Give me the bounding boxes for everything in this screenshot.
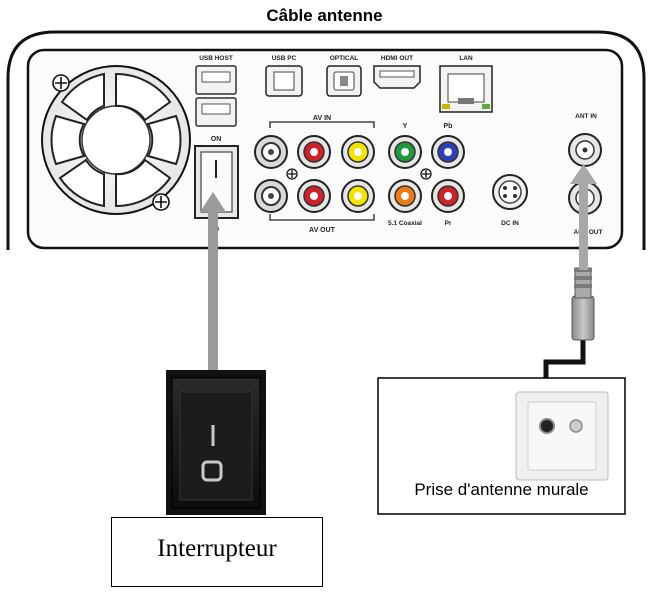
av-in-label: AV IN: [313, 115, 331, 122]
tv-socket-icon: [539, 418, 555, 434]
optical-port: OPTICAL: [326, 55, 362, 97]
screw-icon: [152, 193, 170, 211]
rca-white-out: [254, 179, 288, 213]
switch-caption: Interrupteur: [157, 535, 277, 562]
optical-label: OPTICAL: [330, 55, 359, 62]
pb-label: Pb: [444, 123, 453, 130]
usb-pc-port: USB PC: [265, 55, 303, 97]
lan-port: LAN: [439, 55, 493, 113]
lan-label: LAN: [459, 55, 473, 62]
wall-socket-caption-area: Prise d'antenne murale: [378, 478, 625, 508]
power-connection-arrow: [200, 192, 226, 370]
hdmi-out-port: HDMI OUT: [373, 55, 421, 89]
usb-pc-label: USB PC: [272, 55, 297, 62]
rca-red-pr: [431, 179, 465, 213]
on-label: ON: [211, 136, 222, 143]
rca-orange-coaxial: [388, 179, 422, 213]
rca-green-y: [388, 135, 422, 169]
screw-icon: [52, 74, 70, 92]
y-label: Y: [403, 123, 408, 130]
coaxial-label: 5.1 Coaxial: [388, 220, 422, 227]
dc-in-port: DC IN: [492, 174, 528, 227]
rca-yellow-out: [341, 179, 375, 213]
dc-in-label: DC IN: [501, 220, 519, 227]
off-mark-icon: [201, 460, 223, 482]
switch-caption-box: Interrupteur: [111, 517, 323, 587]
av-group-brackets: AV IN AV OUT: [269, 115, 375, 234]
radio-socket-icon: [569, 419, 583, 433]
ant-in-label: ANT IN: [575, 113, 597, 120]
ant-out-label: ANT OUT: [574, 229, 603, 236]
rca-red-out: [297, 179, 331, 213]
rocker-switch: [166, 370, 266, 515]
cooling-fan: [41, 65, 191, 215]
pr-label: Pr: [445, 220, 452, 227]
av-out-label: AV OUT: [309, 227, 336, 234]
usb-host-ports: USB HOST: [195, 55, 237, 127]
screw-icon: [420, 168, 432, 180]
rca-red-in: [297, 135, 331, 169]
screw-icon: [286, 168, 298, 180]
usb-host-label: USB HOST: [199, 55, 233, 62]
hdmi-out-label: HDMI OUT: [381, 55, 413, 62]
diagram-title: Câble antenne: [266, 6, 383, 25]
wall-socket-panel: [377, 377, 626, 515]
wall-socket-caption: Prise d'antenne murale: [414, 480, 589, 499]
rca-jacks: Y Pb 5.1 Coaxial Pr: [254, 123, 465, 227]
rca-blue-pb: [431, 135, 465, 169]
rca-white-in: [254, 135, 288, 169]
rca-yellow-in: [341, 135, 375, 169]
